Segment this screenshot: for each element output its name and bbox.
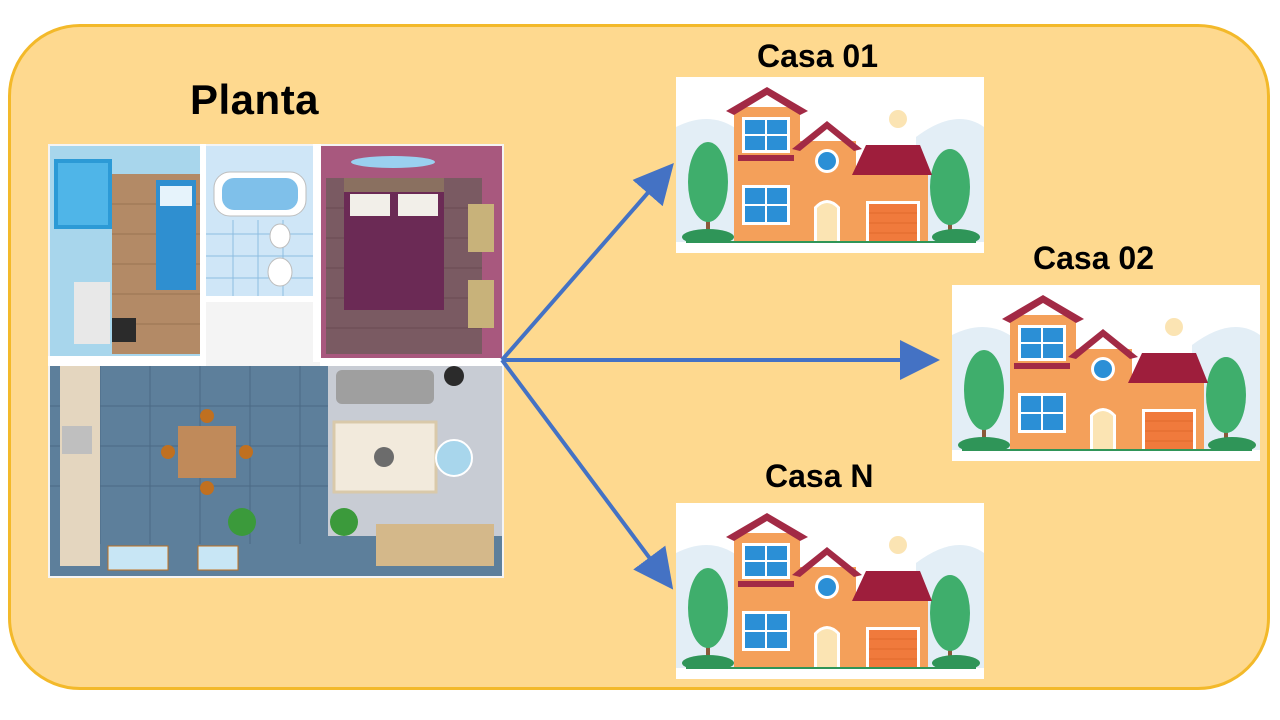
house-label-casa-01: Casa 01: [757, 38, 878, 74]
floor-plan-illustration: [48, 144, 504, 578]
connection-arrows: [500, 162, 940, 590]
house-illustration: [676, 503, 984, 679]
arrow-to-casa-01: [500, 162, 674, 362]
arrow-to-casa-n: [500, 358, 674, 590]
planta-title: Planta: [190, 76, 320, 123]
house-illustration: [952, 285, 1260, 461]
house-illustration: [676, 77, 984, 253]
house-label-casa-n: Casa N: [765, 458, 874, 494]
house-label-casa-02: Casa 02: [1033, 240, 1154, 276]
